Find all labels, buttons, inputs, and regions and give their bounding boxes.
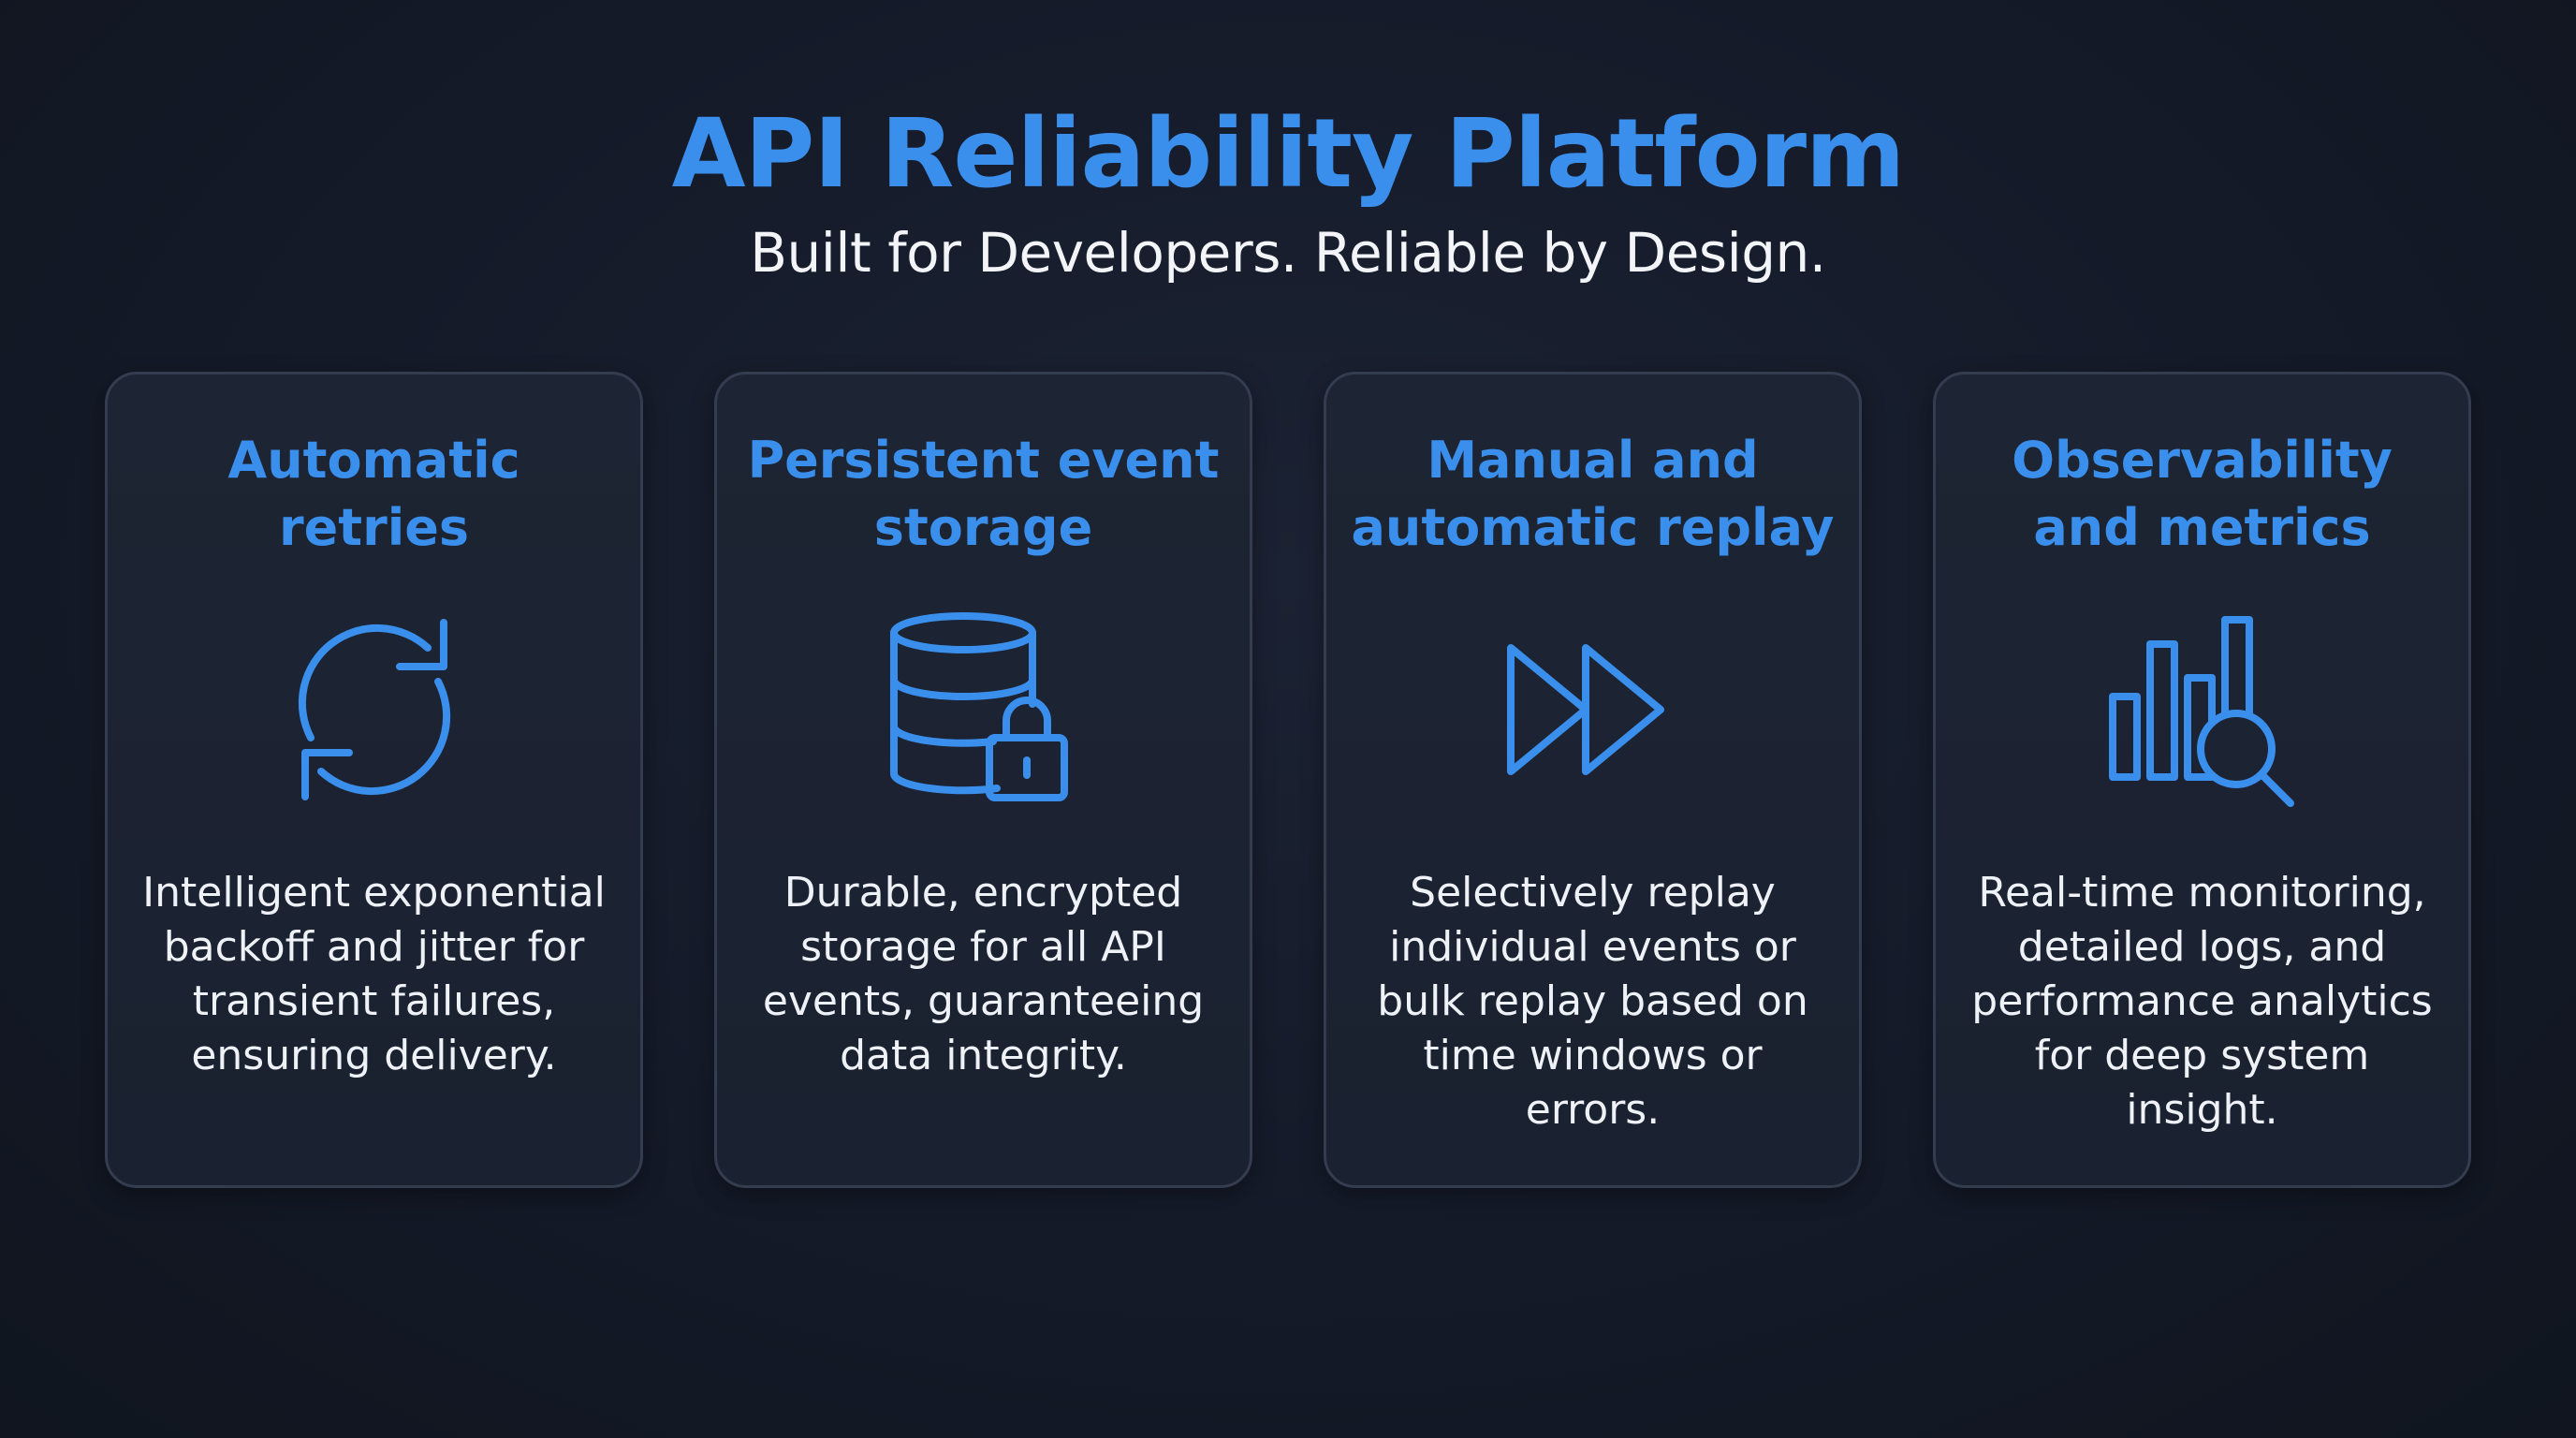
fast-forward-icon [1490, 607, 1696, 813]
feature-card-description: Selectively replay individual events or … [1377, 869, 1808, 1134]
feature-card-title: Persistent event storage [747, 431, 1220, 557]
page-title: API Reliability Platform [671, 98, 1906, 210]
feature-card-title: Observability and metrics [2012, 431, 2393, 557]
feature-card-observability-and-metrics: Observability and metrics Real-time moni… [1933, 372, 2471, 1188]
page-subtitle: Built for Developers. Reliable by Design… [750, 221, 1826, 285]
refresh-icon [271, 607, 477, 813]
bar-chart-search-icon [2100, 607, 2305, 813]
feature-card-description: Real-time monitoring, detailed logs, and… [1971, 869, 2433, 1134]
database-lock-icon [881, 607, 1087, 813]
feature-card-persistent-event-storage: Persistent event storage Durable, encryp… [714, 372, 1252, 1188]
feature-card-title: Automatic retries [227, 431, 520, 557]
feature-card-automatic-retries: Automatic retries Intelligent exponentia… [105, 372, 643, 1188]
page-header: API Reliability Platform Built for Devel… [0, 94, 2576, 290]
feature-card-manual-and-automatic-replay: Manual and automatic replay Selectively … [1324, 372, 1862, 1188]
feature-card-description: Durable, encrypted storage for all API e… [762, 869, 1205, 1079]
feature-card-description: Intelligent exponential backoff and jitt… [142, 869, 606, 1079]
feature-card-title: Manual and automatic replay [1351, 431, 1835, 557]
feature-cards: Automatic retries Intelligent exponentia… [105, 372, 2471, 1188]
